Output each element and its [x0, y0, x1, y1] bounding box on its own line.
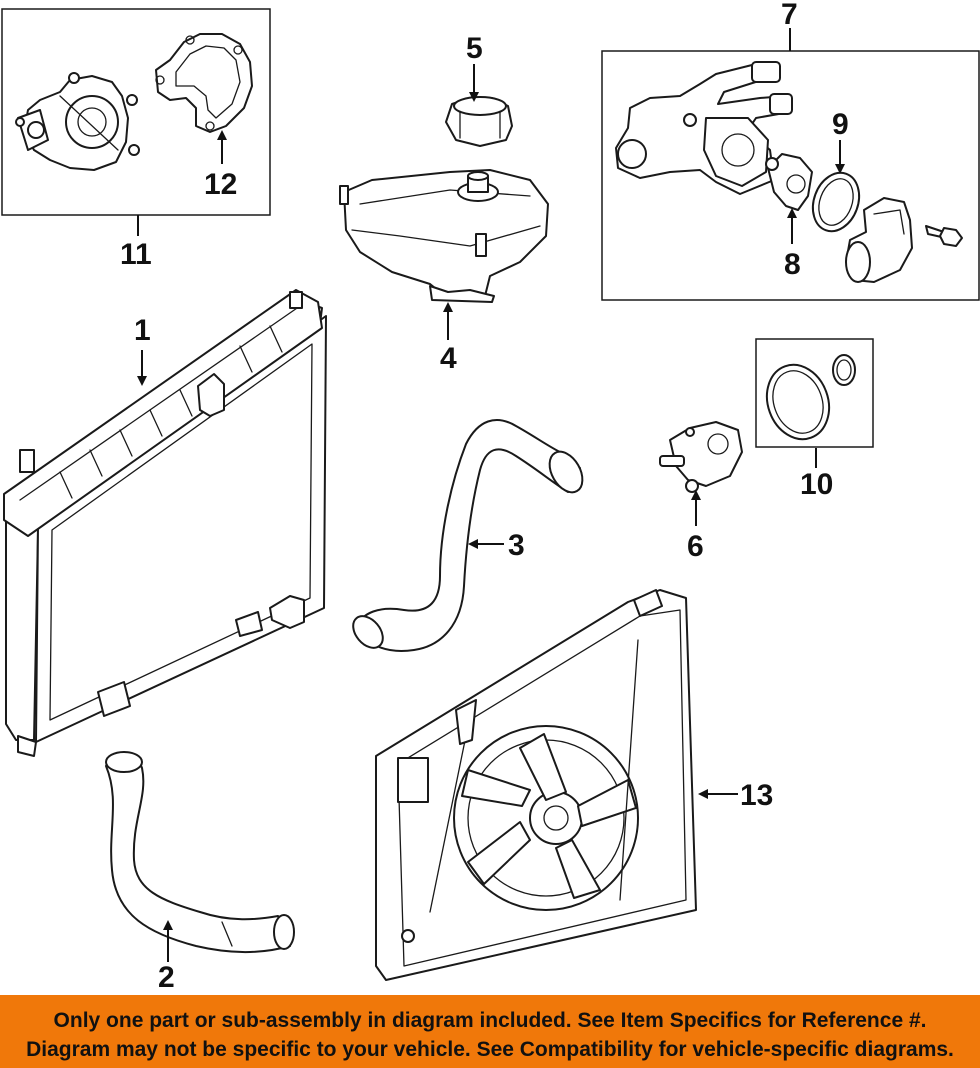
disclaimer-line-2: Diagram may not be specific to your vehi…: [26, 1038, 954, 1061]
callout-7: 7: [781, 0, 798, 31]
water-pump-gasket[interactable]: [155, 33, 253, 133]
seal-kit-group-box: [755, 338, 874, 448]
upper-radiator-hose[interactable]: [347, 419, 589, 654]
callout-8: 8: [784, 248, 801, 281]
parts-diagram: 1 2 3 4 5 6 7 8 9 10 11 12 13: [1, 0, 980, 994]
outlet-bolt[interactable]: [925, 225, 963, 247]
callout-10: 10: [800, 468, 833, 501]
callout-1: 1: [134, 314, 151, 347]
thermostat-seal[interactable]: [805, 166, 867, 237]
thermostat-housing[interactable]: [615, 61, 793, 195]
reservoir-cap[interactable]: [445, 96, 513, 147]
callout-6: 6: [687, 530, 704, 563]
cooling-fan-shroud[interactable]: [375, 589, 697, 981]
callout-3: 3: [508, 529, 525, 562]
coolant-sensor[interactable]: [659, 421, 743, 493]
callout-12: 12: [204, 168, 237, 201]
lower-radiator-hose[interactable]: [105, 751, 295, 953]
callout-5: 5: [466, 32, 483, 65]
water-pump-group-box: [1, 8, 271, 216]
callout-11: 11: [120, 238, 152, 271]
callout-13: 13: [740, 779, 773, 812]
leader-lines: [137, 28, 845, 962]
thermostat-outlet[interactable]: [845, 197, 913, 283]
disclaimer-banner: Only one part or sub-assembly in diagram…: [0, 995, 980, 1068]
callout-9: 9: [832, 108, 849, 141]
callout-4: 4: [440, 342, 457, 375]
coolant-reservoir[interactable]: [339, 169, 549, 303]
callout-2: 2: [158, 961, 175, 994]
thermostat[interactable]: [765, 153, 813, 211]
seal-kit[interactable]: [757, 354, 856, 448]
disclaimer-line-1: Only one part or sub-assembly in diagram…: [53, 1009, 927, 1032]
water-pump[interactable]: [15, 72, 140, 171]
radiator[interactable]: [3, 289, 327, 757]
